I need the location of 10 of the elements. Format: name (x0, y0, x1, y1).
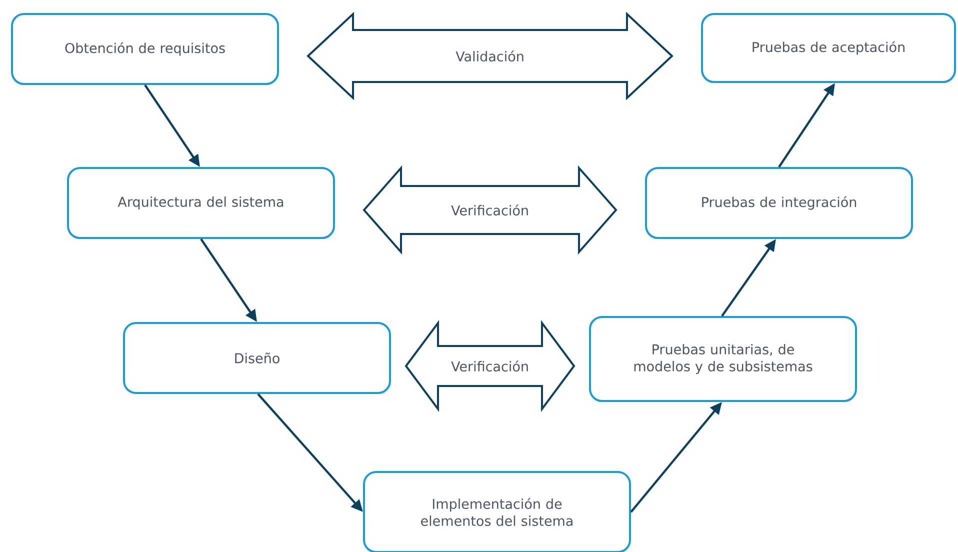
edge-label: Verificación (450, 204, 530, 216)
process-box: Pruebas de integración (645, 167, 913, 239)
edge-label: Validación (454, 50, 526, 62)
process-box: Obtención de requisitos (11, 13, 279, 85)
edge-label: Verificación (450, 360, 530, 372)
process-box: Arquitectura del sistema (67, 167, 335, 239)
process-box: Pruebas de aceptación (701, 13, 956, 83)
process-box: Pruebas unitarias, de modelos y de subsistemas (589, 316, 857, 402)
process-box: Diseño (123, 322, 391, 394)
process-box: Implementación de elementos del sistema (363, 471, 631, 552)
